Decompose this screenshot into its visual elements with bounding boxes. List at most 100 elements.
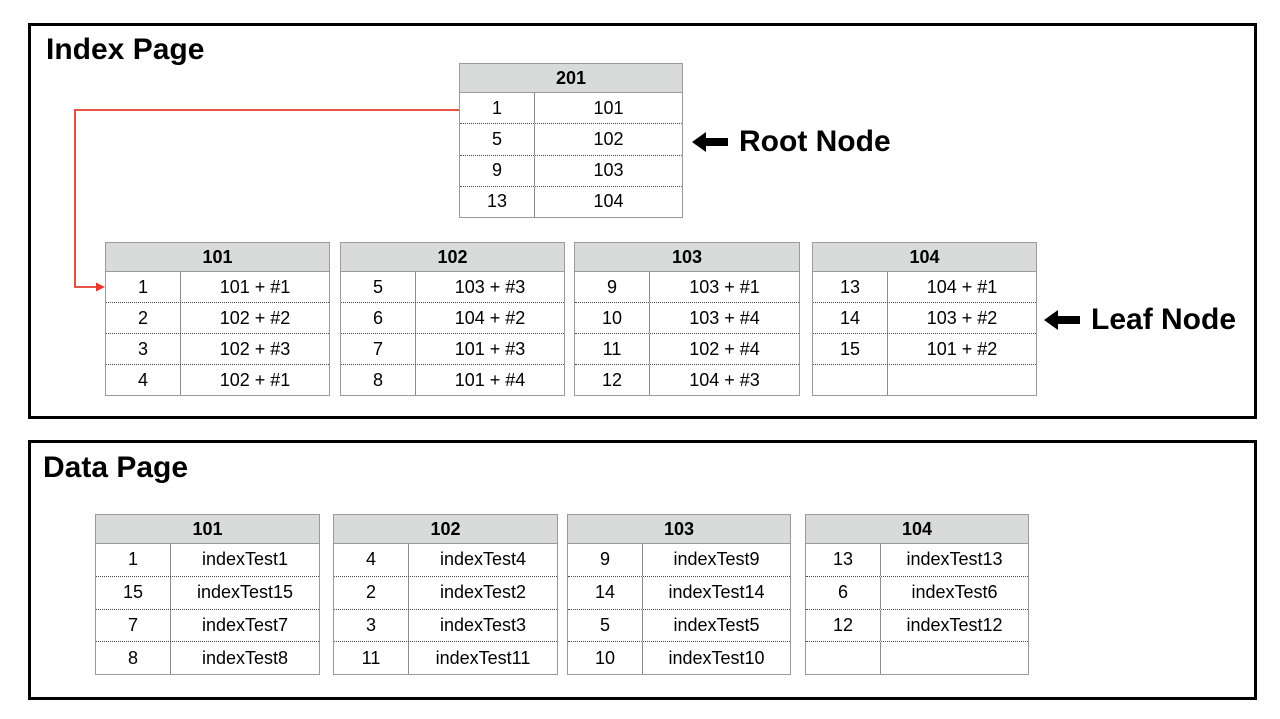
key-cell: 12 [806,609,881,642]
value-cell: 104 + #3 [689,369,760,390]
table-header: 102 [334,515,557,544]
value-cell: indexTest12 [906,614,1003,635]
key-cell [813,365,888,395]
value-cell: 101 + #2 [926,338,998,359]
table-row: 10 103 + #4 [575,302,799,333]
table-row: 12 indexTest12 [806,608,1028,642]
key-cell: 8 [341,365,416,395]
index-page-title: Index Page [46,33,205,66]
table-row: 6 104 + #2 [341,302,564,333]
table-row [813,364,1036,395]
key-cell: 6 [341,303,416,333]
table-header: 101 [106,243,329,272]
value-cell: 104 [593,191,624,212]
table-header: 101 [96,515,319,544]
key-cell: 1 [460,93,535,124]
value-cell: indexTest6 [911,582,998,603]
data-page-title: Data Page [43,451,189,484]
key-cell: 6 [806,576,881,609]
leaf-node-label: Leaf Node [1091,303,1237,336]
value-cell: indexTest7 [201,614,289,635]
value-cell: 101 + #1 [219,276,291,297]
table-row: 15 indexTest15 [96,575,319,609]
key-cell: 14 [813,303,888,333]
key-cell: 11 [575,334,650,364]
table-row: 9 103 + #1 [575,272,799,302]
table-header: 201 [460,64,682,93]
key-cell: 3 [334,609,409,642]
key-cell: 10 [575,303,650,333]
value-cell: 101 [593,97,624,118]
value-cell [881,642,1028,674]
value-cell: indexTest8 [201,647,289,668]
value-cell: indexTest11 [435,647,531,668]
value-cell: indexTest14 [668,582,765,603]
table-row [806,641,1028,674]
table-header: 103 [575,243,799,272]
value-cell: indexTest5 [673,614,760,635]
table-header: 104 [813,243,1036,272]
key-cell [806,642,881,674]
leaf-node-callout: Leaf Node [1044,303,1237,336]
value-cell: 103 + #1 [689,276,760,297]
table-row: 1 101 [460,93,682,124]
table-header: 104 [806,515,1028,544]
value-cell: indexTest10 [668,647,765,668]
value-cell: indexTest15 [196,582,294,603]
table-row: 15 101 + #2 [813,333,1036,364]
key-cell: 14 [568,576,643,609]
table-row: 11 102 + #4 [575,333,799,364]
key-cell: 12 [575,365,650,395]
value-cell: 102 + #4 [689,338,760,359]
table-row: 5 102 [460,123,682,155]
key-cell: 7 [96,609,171,642]
value-cell: 102 [593,128,624,149]
key-cell: 9 [460,155,535,186]
value-cell: 104 + #2 [454,307,526,328]
key-cell: 1 [96,544,171,576]
value-cell [888,365,1036,395]
value-cell: 103 + #3 [454,276,526,297]
key-cell: 15 [813,334,888,364]
value-cell: indexTest1 [201,549,289,570]
key-cell: 15 [96,576,171,609]
table-header: 103 [568,515,790,544]
key-cell: 13 [813,272,888,302]
key-cell: 5 [460,124,535,155]
value-cell: 101 + #3 [454,338,526,359]
key-cell: 9 [575,272,650,302]
key-cell: 10 [568,642,643,674]
value-cell: indexTest4 [439,549,527,570]
table-row: 14 indexTest14 [568,575,790,609]
value-cell: 103 + #4 [689,307,760,328]
key-cell: 9 [568,544,643,576]
left-arrow-icon [692,132,728,152]
key-cell: 2 [106,303,181,333]
